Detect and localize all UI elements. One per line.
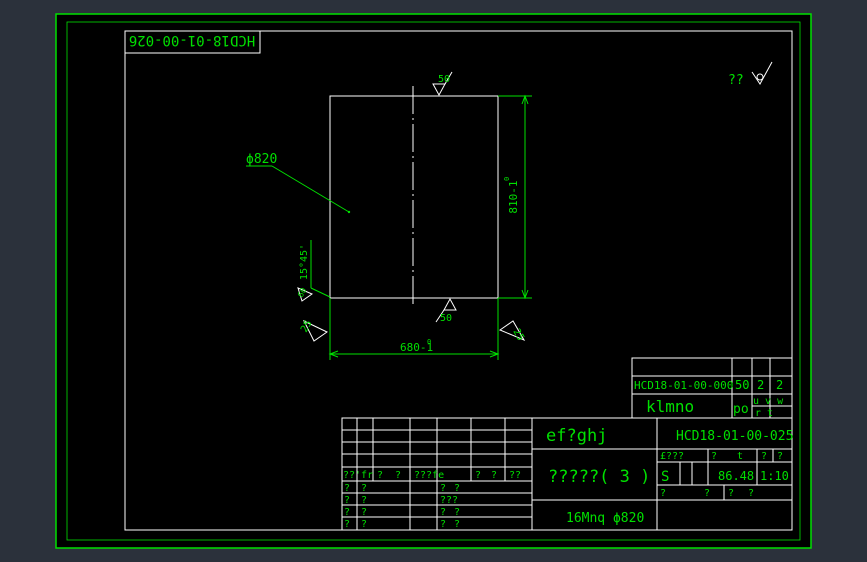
sig-r2-c3: ? (440, 507, 446, 518)
parts-list-c2: 2 (776, 378, 783, 392)
parts-list-rt: r t (755, 408, 773, 419)
sig-r0-c4: ? (454, 483, 460, 494)
parts-list-name: klmno (646, 397, 694, 416)
parts-list-qty: 50 (735, 378, 749, 392)
bottom-row-0: ? (660, 488, 666, 499)
parts-list-c1: 2 (757, 378, 764, 392)
meta-label-2: t (737, 451, 743, 462)
left-small-roughness-icon (297, 287, 314, 302)
sig-r2-c0: ? (344, 507, 350, 518)
meta-label-1: ? (711, 451, 717, 462)
drawing-number: HCD18-01-00-025 (676, 429, 793, 444)
weight: 86.48 (718, 469, 754, 483)
sig-r3-c0: ? (344, 519, 350, 530)
parts-list-po: po (733, 402, 749, 417)
material: 16Mnq ϕ820 (566, 511, 644, 526)
rev-header-1: ? (377, 470, 383, 481)
rev-header-4: ? (475, 470, 481, 481)
bottom-surface-roughness: 50 (435, 297, 457, 324)
right-roughness: 25 (498, 320, 526, 343)
sig-r1-c1: ? (361, 495, 367, 506)
height-dimension-value: 810-1 (507, 180, 520, 213)
sig-r2-c4: ? (454, 507, 460, 518)
left-roughness-icon (302, 319, 328, 342)
rev-header-0: ??'fr (343, 470, 373, 481)
bottom-row-3: ? (748, 488, 754, 499)
width-dimension: 680-1 0 (328, 298, 500, 360)
right-roughness-icon (498, 320, 526, 342)
top-roughness-icon (432, 83, 446, 97)
diameter-label: ϕ820 (246, 152, 277, 167)
bottom-roughness-value: 50 (440, 313, 452, 324)
chamfer-label: 15°45' (299, 244, 310, 280)
bottom-row-2: ? (728, 488, 734, 499)
roughness-note-text: ?? (728, 73, 744, 88)
sig-r0-c1: ? (361, 483, 367, 494)
parts-list-uvw: u v w (753, 396, 784, 407)
right-roughness-value: 25 (510, 327, 526, 343)
rev-header-3: ???fe (414, 470, 444, 481)
parts-list-code: HCD18-01-00-000 (634, 379, 733, 392)
height-dimension-tol: 0 (503, 177, 511, 181)
height-dimension: 810-1 0 (498, 94, 532, 300)
width-dimension-tol: 0 (427, 338, 431, 346)
sheet-inner-frame (66, 21, 801, 541)
chamfer-note: 15°45' 60 (296, 240, 331, 302)
meta-label-4: ? (777, 451, 783, 462)
part-name: ?????( 3 ) (548, 467, 650, 487)
left-roughness-value: 25 (299, 319, 315, 335)
part-outline (329, 95, 499, 299)
sig-r1-c3: ??? (440, 495, 458, 506)
company-name: ef?ghj (546, 426, 607, 446)
width-dimension-value: 680-1 (400, 341, 433, 354)
roughness-symbol-icon (751, 61, 773, 85)
sig-r1-c0: ? (344, 495, 350, 506)
rev-header-5: ? (491, 470, 497, 481)
left-roughness: 25 (299, 319, 328, 342)
top-left-code: HCD18-01-00-026 (129, 32, 255, 48)
sig-r3-c1: ? (361, 519, 367, 530)
scale: 1:10 (760, 469, 789, 483)
diameter-leader: ϕ820 (246, 152, 351, 214)
left-small-roughness-value: 60 (296, 286, 309, 299)
bottom-roughness-icon (443, 297, 457, 311)
sig-r3-c4: ? (454, 519, 460, 530)
bottom-row-1: ? (704, 488, 710, 499)
meta-label-0: £??? (660, 451, 684, 462)
sig-r2-c1: ? (361, 507, 367, 518)
signature-rows: ? ? ? ? ? ? ??? ? ? ? ? ? ? ? ? (344, 483, 460, 530)
sig-r0-c0: ? (344, 483, 350, 494)
title-block-grid (341, 417, 793, 531)
top-roughness-value: 50 (438, 74, 450, 85)
sig-r3-c3: ? (440, 519, 446, 530)
top-left-code-box: HCD18-01-00-026 (124, 30, 261, 54)
meta-label-3: ? (761, 451, 767, 462)
scale-s: S (661, 469, 669, 485)
sheet-background (55, 13, 812, 549)
general-roughness-note: ?? (728, 61, 773, 88)
rev-header-6: ?? (509, 470, 521, 481)
rev-header-2: ? (395, 470, 401, 481)
top-surface-roughness: 50 (432, 71, 453, 97)
sig-r0-c3: ? (440, 483, 446, 494)
